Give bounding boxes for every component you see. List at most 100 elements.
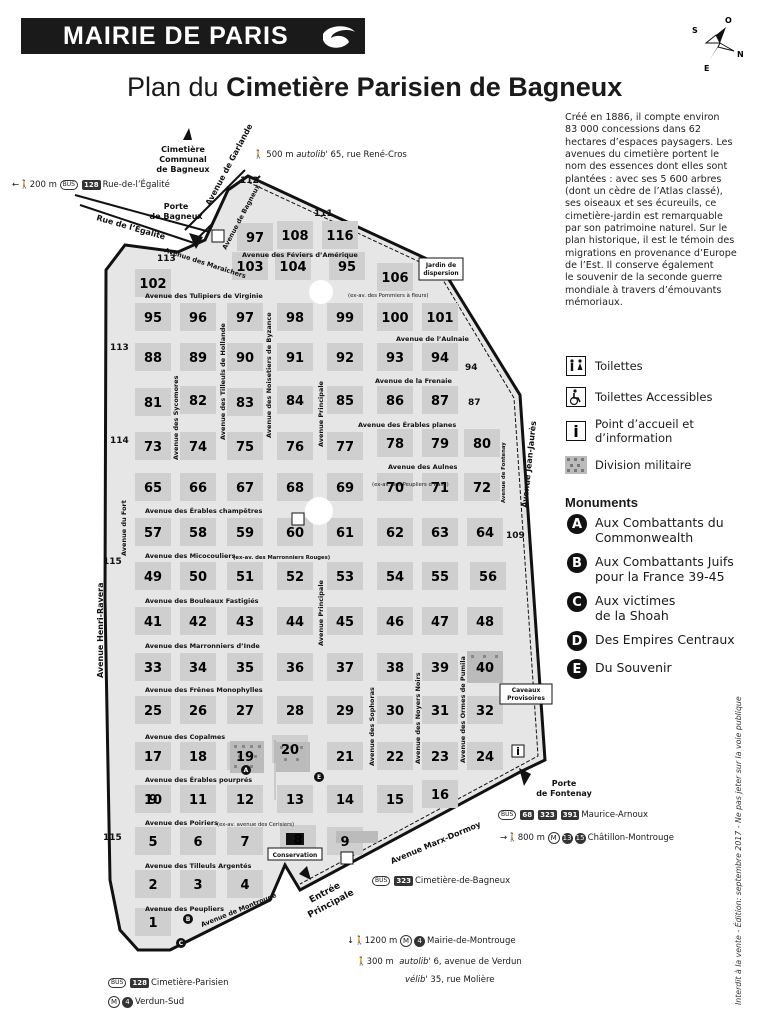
division-block — [135, 562, 171, 590]
division-blocks — [135, 221, 506, 936]
avenue-label: Avenue de Montrouge — [200, 891, 278, 929]
metro-line: 4 — [122, 996, 133, 1008]
division-block — [135, 518, 171, 546]
division-block — [180, 303, 216, 331]
division-block — [135, 696, 171, 724]
division-block — [467, 653, 503, 681]
division-number: 60 — [286, 526, 304, 541]
compass-n: N — [737, 50, 744, 59]
avenue-label: Avenue des Maraîchers — [163, 246, 247, 280]
division-block — [227, 827, 263, 855]
division-block — [227, 870, 263, 898]
division-number: 8 — [293, 833, 302, 848]
division-number: 98 — [286, 311, 304, 326]
division-number: 34 — [189, 661, 207, 676]
monument-badge: E — [567, 659, 587, 679]
division-block — [135, 473, 171, 501]
place-label: Porte — [552, 779, 577, 788]
avenue-label: Avenue des Érables pourprés — [145, 775, 252, 784]
division-block — [135, 388, 171, 416]
division-block — [277, 562, 313, 590]
division-block — [377, 386, 413, 414]
division-number: 78 — [386, 437, 404, 452]
division-number: 19 — [236, 750, 254, 765]
division-number: 69 — [336, 481, 354, 496]
division-block — [227, 473, 263, 501]
division-block — [377, 696, 413, 724]
division-block — [135, 742, 171, 770]
access-distance: 300 m — [366, 957, 394, 967]
edition-notice: Interdit à la vente - Édition: septembre… — [734, 696, 743, 1005]
legend-label: Toilettes — [595, 359, 643, 373]
avenue-label: Avenue de Bagneux — [221, 182, 263, 251]
avenue-label: Avenue des Copalmes — [145, 733, 225, 741]
division-number: 63 — [431, 526, 449, 541]
avenue-label: (ex-av. avenue des Cerisiers) — [217, 822, 294, 828]
edge-bis: 94 — [465, 363, 478, 373]
military-division-icon — [565, 454, 587, 476]
division-block — [135, 827, 171, 855]
division-number: 13 — [286, 793, 304, 808]
division-number: 23 — [431, 750, 449, 765]
division-number: 41 — [144, 615, 162, 630]
division-block — [422, 303, 458, 331]
division-number: 73 — [144, 440, 162, 455]
division-block — [180, 827, 216, 855]
division-number: 116 — [326, 229, 353, 244]
division-block — [277, 785, 313, 813]
avenue-label: Avenue des Micocouliers — [145, 552, 236, 560]
division-block — [464, 473, 500, 501]
division-block — [464, 429, 500, 457]
division-block — [377, 653, 413, 681]
division-number: 75 — [236, 440, 254, 455]
division-number: 82 — [189, 394, 207, 409]
division-number: 26 — [189, 704, 207, 719]
access-label: Châtillon-Montrouge — [587, 833, 675, 843]
division-block — [327, 827, 363, 855]
division-block — [180, 785, 216, 813]
avenue-label: Avenue des Sophoras — [368, 687, 376, 766]
division-block — [422, 742, 458, 770]
division-number: 92 — [336, 351, 354, 366]
division-number: 96 — [189, 311, 207, 326]
avenue-label: Avenue Principale — [317, 380, 325, 447]
division-number: 35 — [236, 661, 254, 676]
edge-bis: 87 — [468, 398, 481, 408]
division-block — [422, 607, 458, 635]
edge-division: 111 — [314, 209, 333, 219]
division-number: 97 — [236, 311, 254, 326]
monument-label: Aux Combattants du Commonwealth — [595, 515, 724, 545]
division-number: 61 — [336, 526, 354, 541]
division-block — [422, 343, 458, 371]
accessible-toilets-icon — [565, 386, 587, 408]
description-line: Créé en 1886, il compte environ — [565, 112, 720, 123]
division-block — [327, 742, 363, 770]
division-number: 36 — [286, 661, 304, 676]
metro-line: 13 — [561, 832, 573, 844]
street-label: Avenue Jean-Jaurès — [519, 420, 538, 508]
entrance-arrow-icon — [189, 233, 203, 249]
legend-label: Division militaire — [595, 458, 692, 472]
division-block — [237, 223, 273, 251]
division-block — [227, 303, 263, 331]
avenue-label: Avenue de Fontenay — [501, 442, 507, 503]
division-number: 9 — [148, 793, 157, 808]
description-line: nom des essences dont elles sont — [565, 161, 728, 173]
division-block — [135, 785, 171, 813]
division-block — [277, 607, 313, 635]
legend-row: Toilettes — [565, 355, 750, 377]
monument-badge: A — [567, 514, 587, 534]
division-block — [180, 742, 216, 770]
division-number: 40 — [476, 661, 494, 676]
monument-badge: B — [567, 553, 587, 573]
division-number: 88 — [144, 351, 162, 366]
division-block — [280, 825, 316, 853]
accessible-toilets-icon — [211, 229, 225, 243]
monument-label: Aux victimes de la Shoah — [595, 593, 676, 623]
division-block — [422, 429, 458, 457]
division-block — [327, 343, 363, 371]
division-number: 95 — [144, 311, 162, 326]
